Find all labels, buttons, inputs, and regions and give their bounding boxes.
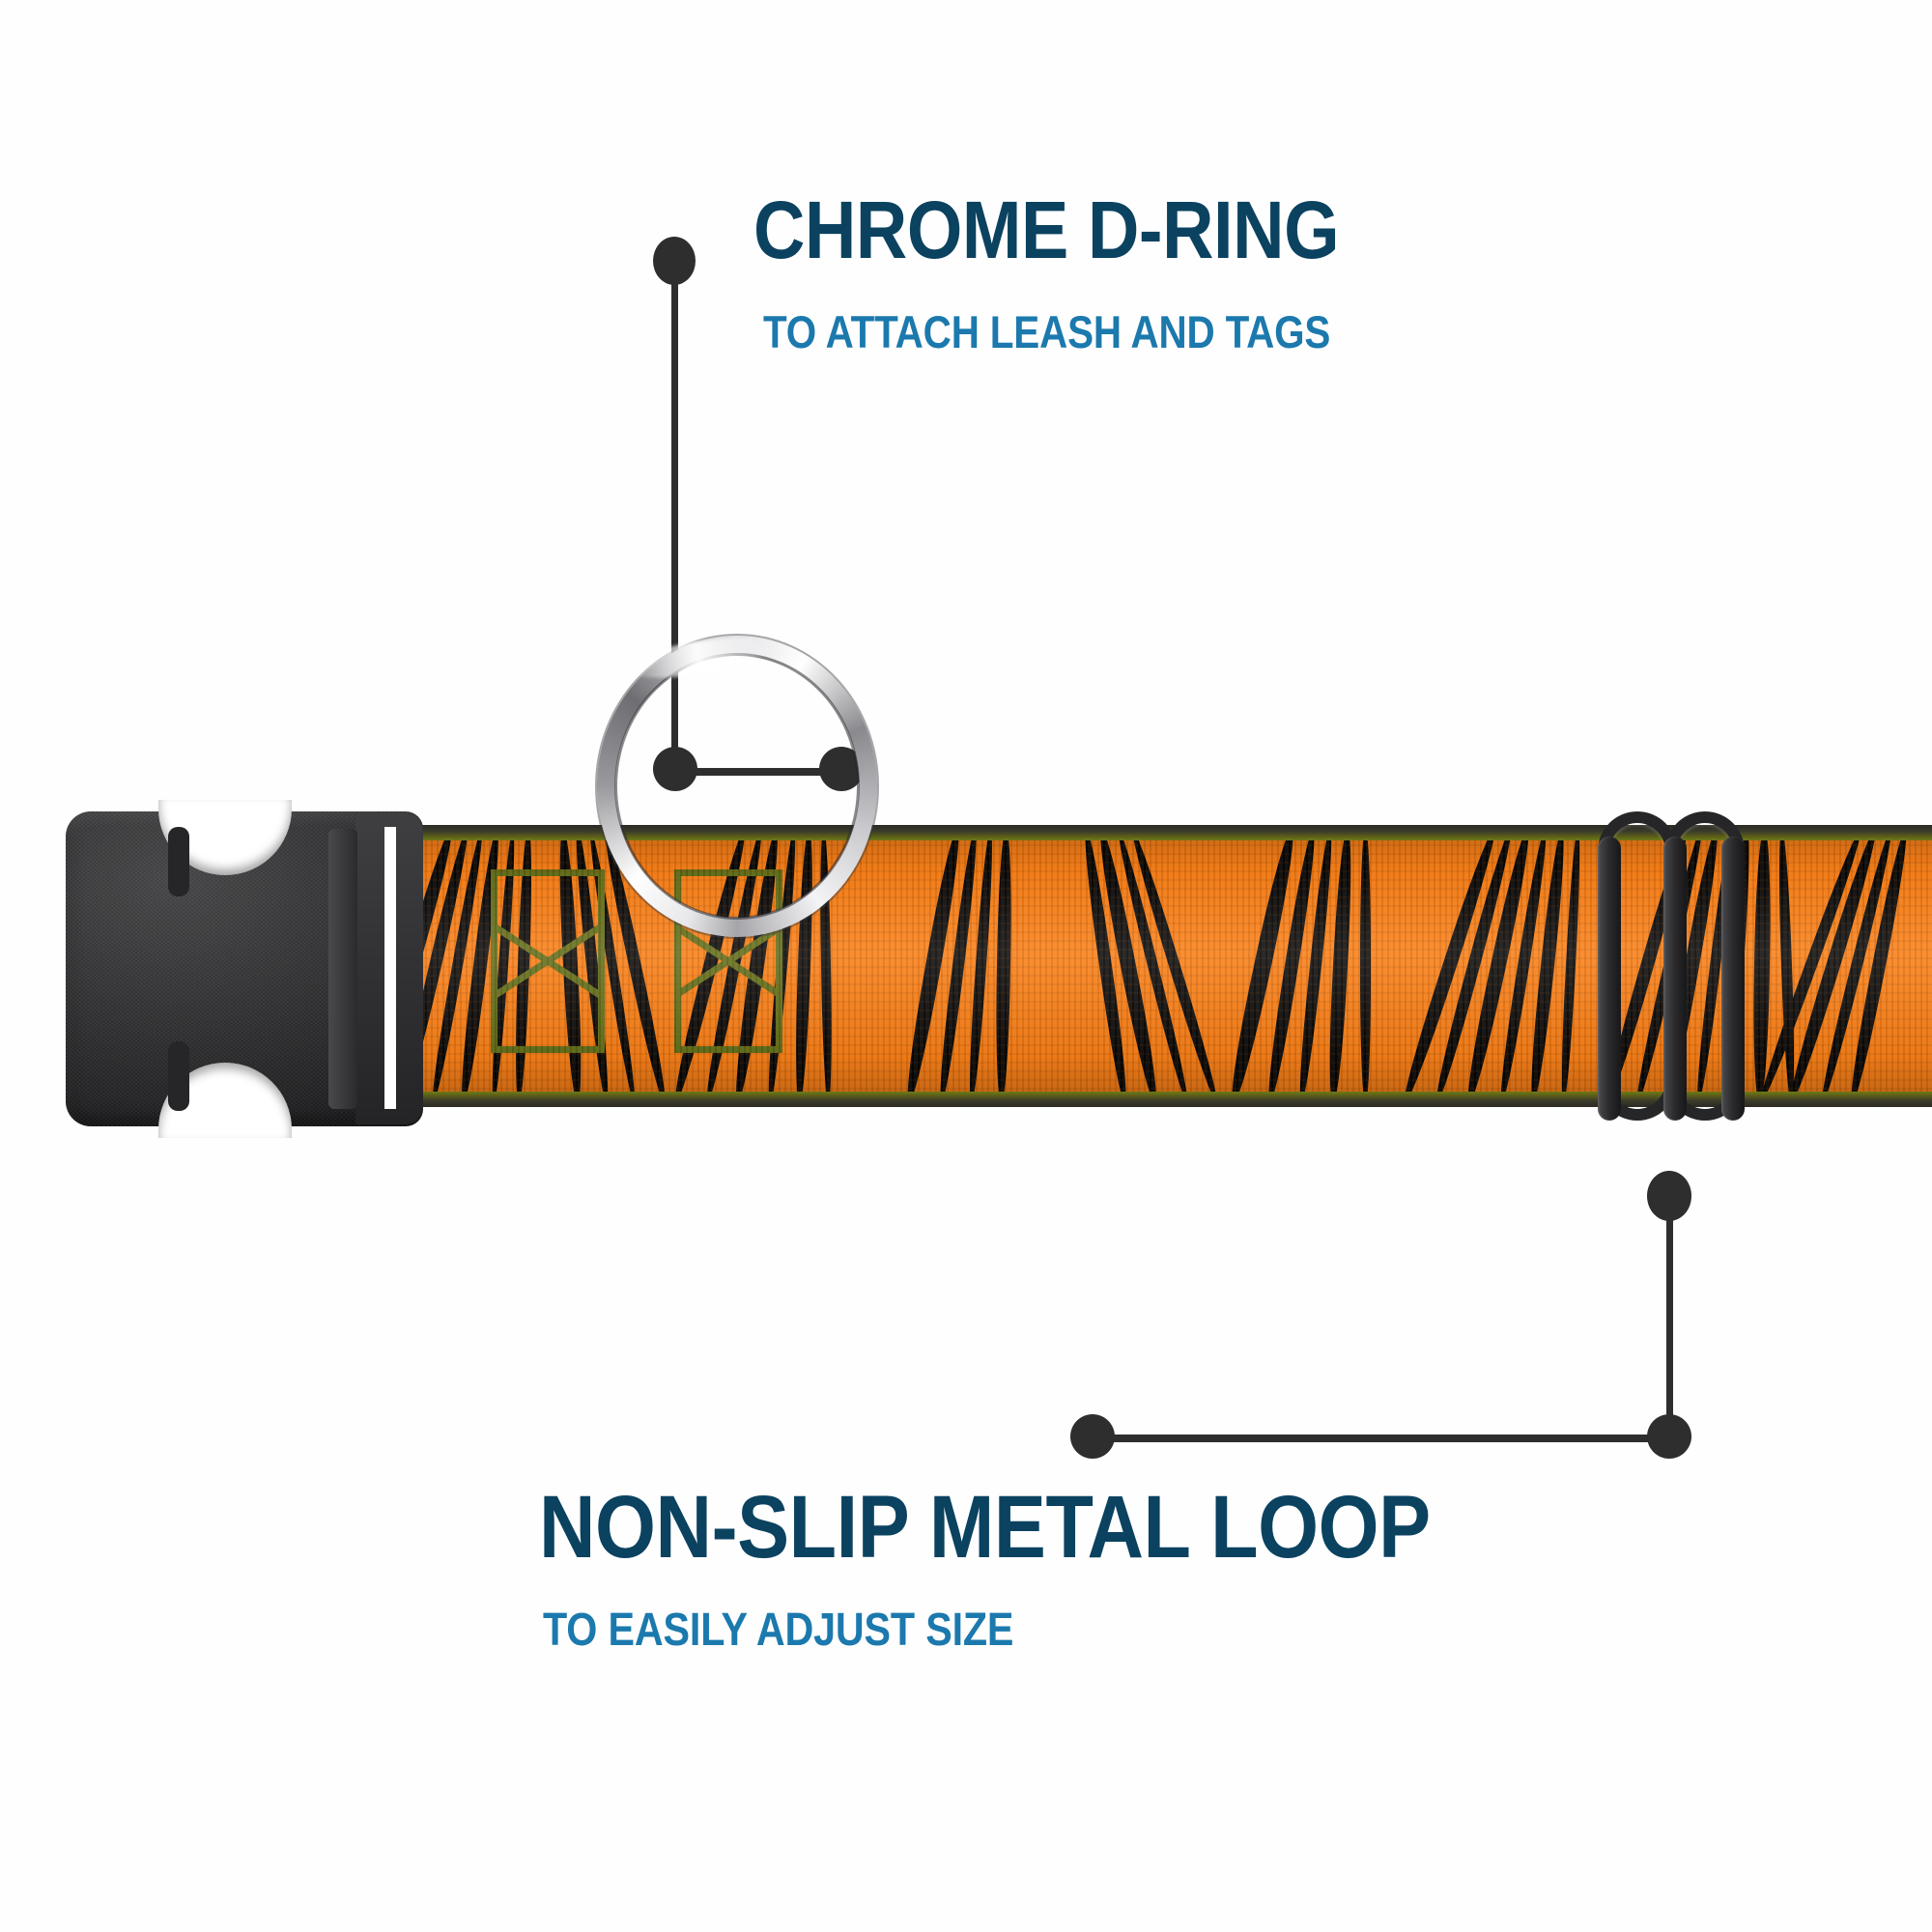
- buckle-prong-top: [168, 827, 189, 896]
- tiger-stripe: [994, 829, 1013, 1103]
- callout-subtitle-chrome-d-ring: TO ATTACH LEASH AND TAGS: [763, 306, 1331, 357]
- tiger-stripe: [1325, 829, 1355, 1103]
- metal-adjustment-loop: [1590, 811, 1748, 1121]
- callout-subtitle-non-slip-metal-loop: TO EASILY ADJUST SIZE: [543, 1605, 1014, 1656]
- leader-segment-vertical: [671, 253, 678, 775]
- side-release-buckle: [66, 800, 423, 1138]
- chrome-d-ring: [597, 630, 877, 937]
- loop-bar-middle: [1663, 837, 1687, 1121]
- leader-dot-icon: [1647, 1414, 1691, 1459]
- callout-title-chrome-d-ring: CHROME D-RING: [753, 185, 1340, 275]
- chrome-d-ring-inner-edge: [614, 653, 860, 920]
- leader-segment-vertical: [1666, 1198, 1673, 1439]
- loop-bar-left: [1598, 837, 1621, 1121]
- leader-dot-icon: [1070, 1414, 1115, 1459]
- buckle-webbing-slot: [384, 827, 396, 1109]
- box-x-stitch: [491, 869, 605, 1053]
- dog-collar-product-photo: [0, 630, 1932, 1138]
- leader-segment-horizontal: [1092, 1435, 1671, 1442]
- buckle-crossbar: [328, 829, 357, 1109]
- tiger-stripe: [1360, 829, 1371, 1103]
- loop-bar-right: [1721, 837, 1745, 1121]
- buckle-prong-bottom: [168, 1041, 189, 1111]
- chrome-d-ring-band: [597, 636, 877, 937]
- callout-title-non-slip-metal-loop: NON-SLIP METAL LOOP: [539, 1478, 1431, 1577]
- tiger-stripe: [1751, 829, 1773, 1103]
